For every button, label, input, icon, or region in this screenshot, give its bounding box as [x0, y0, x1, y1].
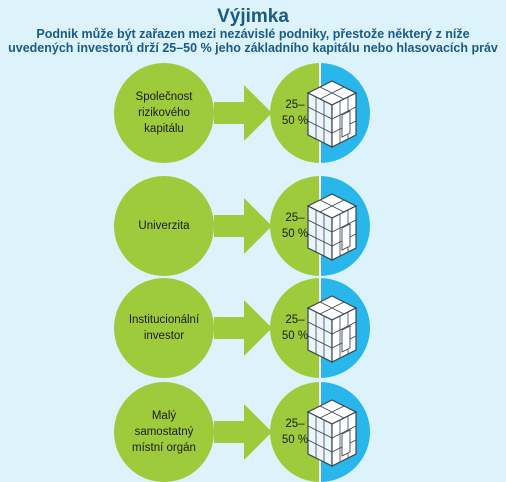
share-label: 25– 50 % [281, 314, 309, 342]
building-icon [306, 79, 358, 156]
investor-label: Institucionální investor [128, 314, 200, 342]
investor-label: Malý samostatný místní orgán [132, 410, 196, 454]
arrow-right-icon [214, 300, 272, 356]
arrow-right-icon [214, 198, 272, 254]
investor-label: Univerzita [138, 220, 190, 232]
building-icon [306, 192, 358, 269]
investor-circle [114, 176, 214, 276]
investor-row: Malý samostatný místní orgán 25– 50 % [0, 382, 506, 482]
investor-circle [114, 382, 214, 482]
investor-row: Univerzita 25– 50 % [0, 176, 506, 276]
building-icon [306, 294, 358, 371]
investor-row: Společnost rizikového kapitálu 25– 50 % [0, 63, 506, 163]
building-icon [306, 398, 358, 475]
investor-circle [114, 278, 214, 378]
share-label: 25– 50 % [281, 212, 309, 240]
page-title: Výjimka [217, 6, 289, 27]
investor-row: Institucionální investor 25– 50 % [0, 278, 506, 378]
page-subtitle: Podnik může být zařazen mezi nezávislé p… [8, 27, 498, 55]
share-label: 25– 50 % [281, 418, 309, 446]
arrow-right-icon [214, 85, 272, 141]
share-label: 25– 50 % [281, 99, 309, 127]
investor-label: Společnost rizikového kapitálu [135, 91, 193, 135]
arrow-right-icon [214, 404, 272, 460]
investor-circle [114, 63, 214, 163]
